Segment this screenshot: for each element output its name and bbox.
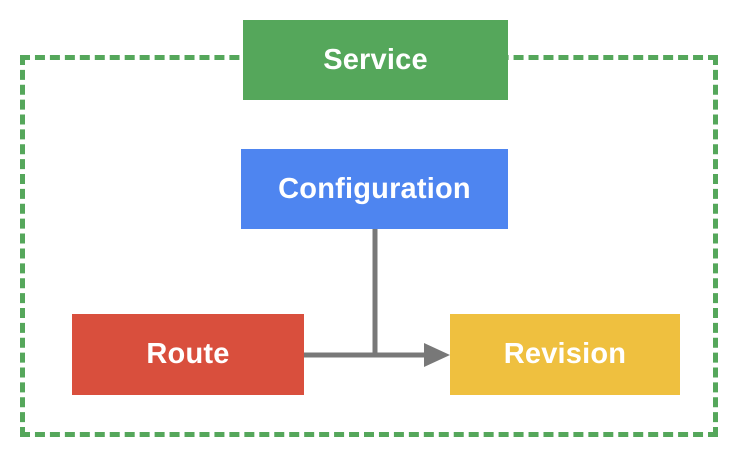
node-revision[interactable]: Revision	[450, 314, 680, 395]
node-route[interactable]: Route	[72, 314, 304, 395]
node-service[interactable]: Service	[243, 20, 508, 100]
node-configuration[interactable]: Configuration	[241, 149, 508, 229]
